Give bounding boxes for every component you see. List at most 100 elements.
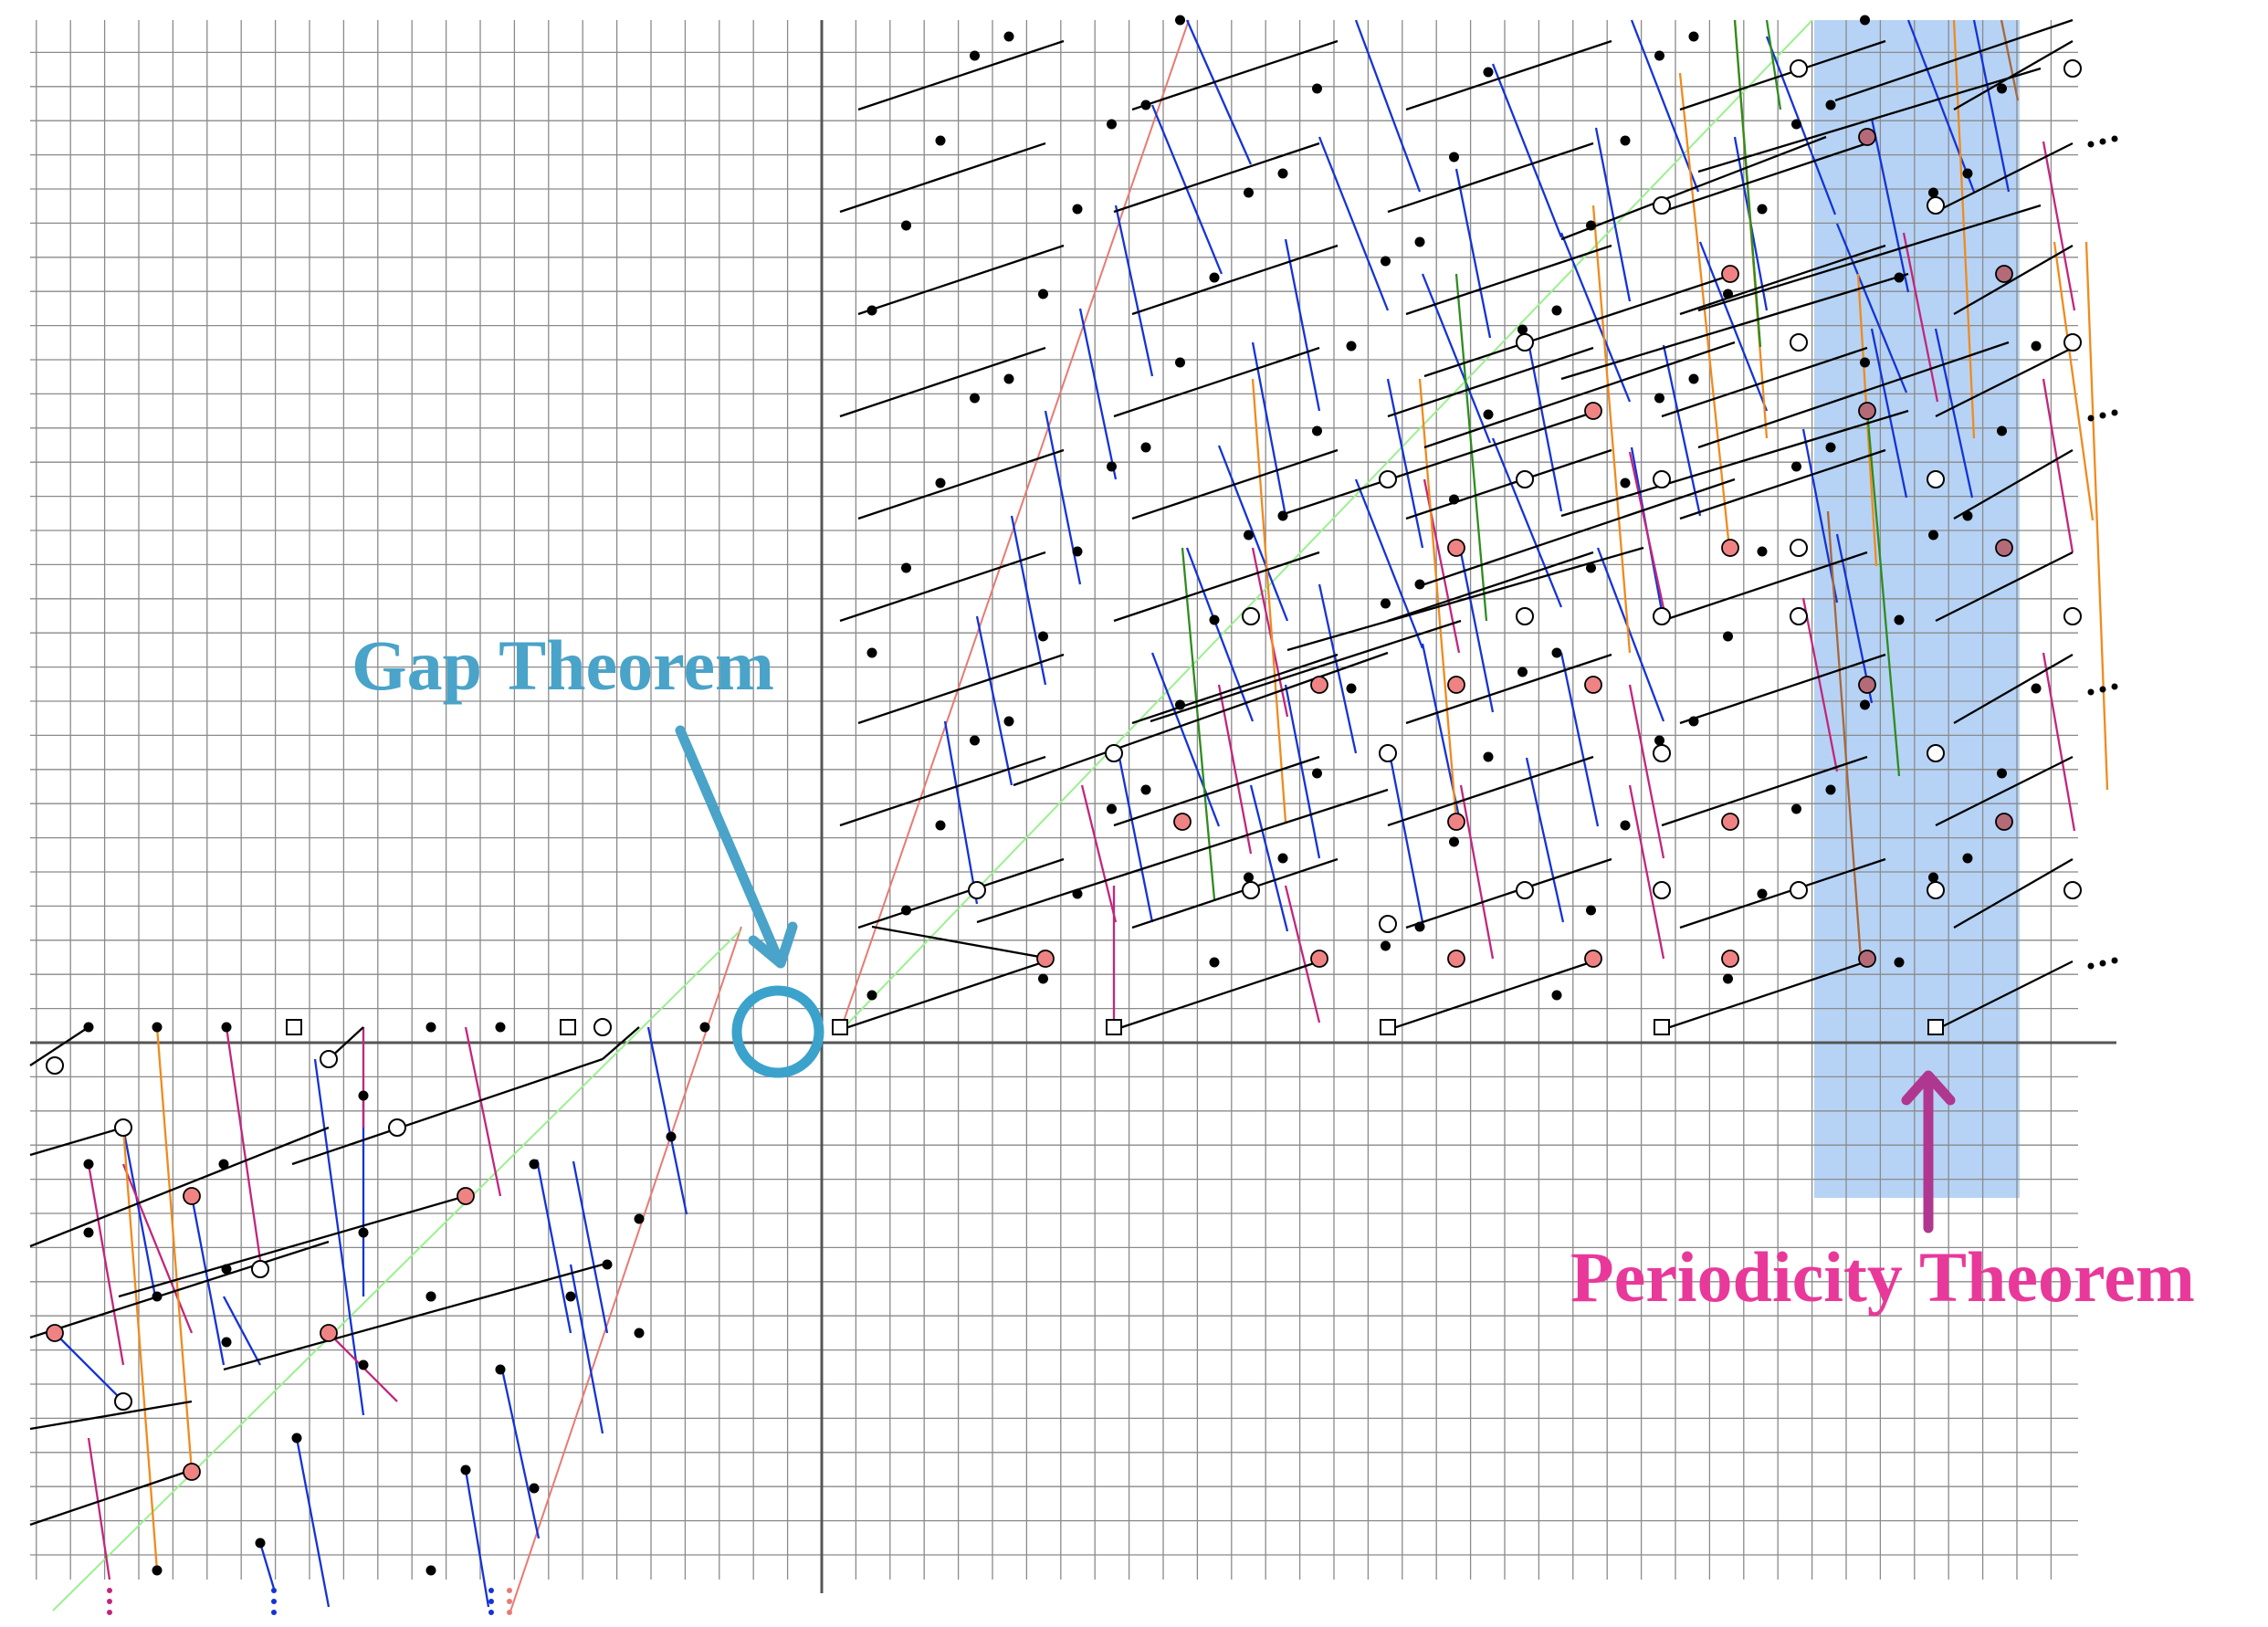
class-dot (1483, 409, 1494, 420)
extension-line (1661, 551, 1868, 623)
differential-orange (1678, 72, 1732, 558)
extension-line (1131, 244, 1339, 316)
extension-line (1560, 409, 1909, 518)
class-pink-circle (1036, 950, 1055, 968)
class-dot (935, 135, 946, 146)
class-dot (221, 1022, 232, 1033)
extension-line (1013, 651, 1389, 787)
class-dot (1312, 425, 1322, 436)
class-dot (152, 1022, 163, 1033)
class-dot (152, 1291, 163, 1302)
class-dot (1860, 15, 1870, 26)
class-open-circle (968, 881, 986, 899)
periodicity-highlight-band (1814, 20, 2020, 1198)
differential-magenta (1628, 684, 1665, 859)
differential-blue (1835, 533, 1874, 704)
class-open-circle (2063, 59, 2082, 78)
class-pink-circle (1310, 676, 1328, 694)
class-open-circle (1927, 470, 1945, 488)
class-dot (1414, 921, 1425, 932)
extension-line (857, 244, 1065, 316)
class-dot (1381, 598, 1391, 609)
class-pink-circle (1447, 539, 1465, 557)
differential-blue (1662, 344, 1702, 517)
class-open-circle (1242, 881, 1260, 899)
class-dot (1414, 579, 1425, 590)
class-dot (1038, 973, 1048, 984)
class-dot (1894, 614, 1905, 625)
extension-line (1113, 346, 1320, 418)
class-pink-circle (1721, 539, 1739, 557)
differential-blue (121, 1127, 157, 1297)
extension-line (1405, 39, 1612, 111)
extension-line (976, 788, 1389, 924)
gap-theorem-label: Gap Theorem (352, 625, 774, 705)
extension-line (1935, 142, 2074, 214)
differential-magenta (1628, 451, 1668, 622)
class-pink-circle (1995, 813, 2013, 831)
class-open-circle (114, 1118, 132, 1137)
periodicity-arrow-head (1901, 1070, 1956, 1106)
differential-green (1454, 273, 1488, 622)
differential-blue (1972, 19, 2011, 193)
extension-line (29, 1126, 330, 1248)
ellipsis-dot (2111, 683, 2118, 690)
class-open-circle (388, 1118, 406, 1137)
class-dot (1175, 357, 1185, 368)
class-dot (1517, 324, 1528, 335)
differential-blue (1870, 328, 1908, 499)
extension-line (1387, 755, 1594, 827)
differential-blue (572, 1160, 609, 1334)
class-dot (1244, 530, 1254, 541)
class-dot (1757, 546, 1768, 557)
extension-line (1560, 272, 1909, 381)
class-dot (1038, 631, 1048, 642)
green-diagonal (52, 930, 740, 1611)
ellipsis-dot (488, 1588, 494, 1593)
class-pink-circle (1584, 402, 1602, 420)
extension-line (1423, 272, 1736, 378)
extension-line (857, 39, 1065, 111)
class-dot (901, 562, 911, 573)
class-dot (495, 1022, 506, 1033)
class-dot (1038, 289, 1048, 299)
class-dot (935, 478, 946, 488)
class-open-circle (1653, 881, 1671, 899)
class-dot (1997, 768, 2007, 779)
gap-arrow-head (748, 921, 798, 969)
differential-magenta (2042, 652, 2076, 832)
differential-green (1765, 19, 1782, 110)
differential-blue (54, 1332, 124, 1402)
differential-blue (1559, 652, 1600, 827)
extension-line (1113, 551, 1320, 623)
extension-line (1387, 551, 1594, 623)
class-dot (1312, 768, 1322, 779)
class-pink-circle (320, 1324, 338, 1342)
class-dot (1449, 152, 1459, 163)
class-open-circle (1653, 744, 1671, 762)
class-pink-circle (1858, 402, 1876, 420)
class-open-circle (1516, 607, 1534, 625)
class-dot (1654, 393, 1664, 404)
class-open-circle (114, 1392, 132, 1411)
class-dot (358, 1359, 369, 1370)
extension-line (29, 1026, 89, 1066)
extension-line (1953, 654, 2074, 724)
class-dot (1586, 220, 1596, 231)
class-dot (460, 1464, 471, 1475)
extension-line (1697, 67, 2042, 173)
class-dot (425, 1565, 436, 1576)
extension-line (1131, 39, 1339, 111)
class-dot (901, 220, 911, 231)
class-dot (1140, 784, 1151, 795)
differential-blue (1114, 205, 1154, 377)
class-dot (1791, 803, 1801, 814)
class-open-circle (1379, 915, 1397, 933)
gap-circle (731, 985, 824, 1078)
extension-line (1661, 142, 1868, 214)
ellipsis-dot (2099, 412, 2106, 419)
class-open-square (1654, 1019, 1670, 1035)
differential-blue (1630, 19, 1700, 193)
differential-brown (2000, 19, 2020, 101)
class-dot (1586, 905, 1596, 916)
